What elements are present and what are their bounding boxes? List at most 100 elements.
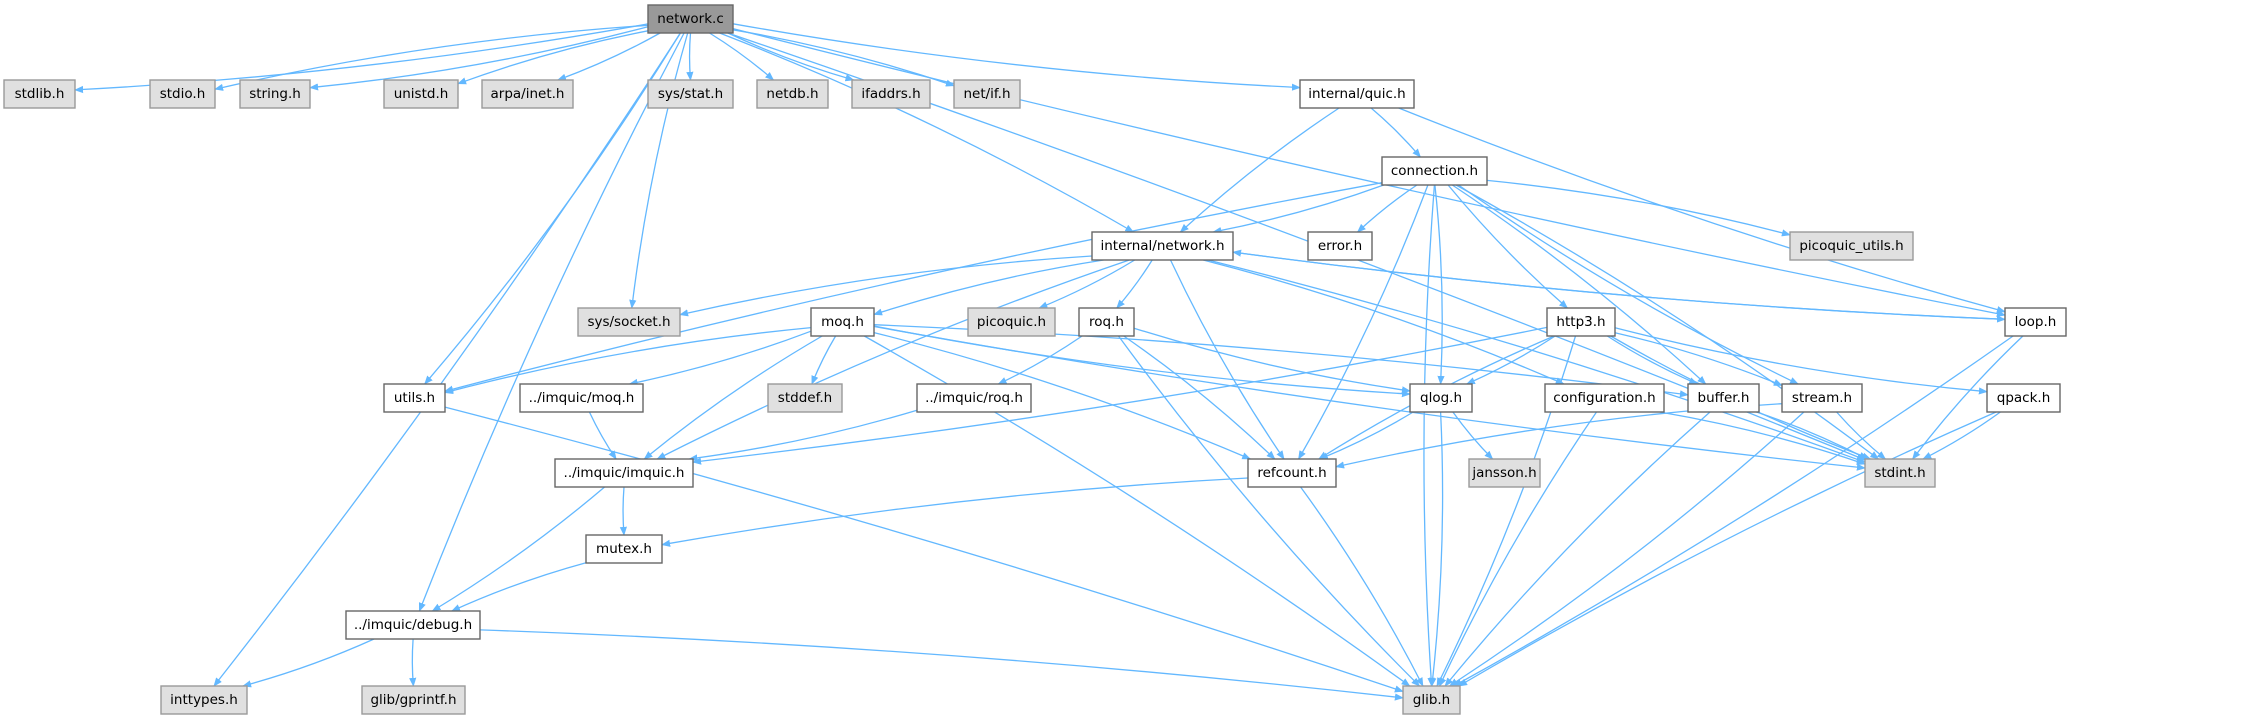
node-box	[383, 79, 459, 109]
node-imquic-imquic-h[interactable]: ../imquic/imquic.h	[554, 458, 694, 488]
edge-imquic-imquic-h-to-imquic-debug-h	[431, 486, 606, 612]
node-label: stddef.h	[778, 390, 832, 406]
edge-network-c-to-sys-stat-h	[686, 32, 694, 81]
node-http3-h[interactable]: http3.h	[1546, 307, 1616, 337]
edge-imquic-debug-h-to-glib-gprintf-h	[409, 638, 417, 687]
node-box	[1687, 383, 1760, 413]
node-box	[1299, 79, 1415, 109]
edge-internal-quic-h-to-connection-h	[1370, 107, 1421, 158]
node-moq-h[interactable]: moq.h	[810, 307, 875, 337]
node-utils-h[interactable]: utils.h	[383, 383, 446, 413]
node-configuration-h[interactable]: configuration.h	[1544, 383, 1665, 413]
edge-internal-network-h-to-configuration-h	[1203, 259, 1565, 385]
edge-imquic-roq-h-to-imquic-imquic-h	[688, 409, 918, 462]
node-stream-h[interactable]: stream.h	[1781, 383, 1863, 413]
node-label: internal/network.h	[1100, 238, 1224, 254]
node-box	[1864, 458, 1936, 488]
node-box	[647, 4, 734, 34]
edge-stream-h-to-glib-h	[1448, 411, 1805, 687]
edge-internal-network-h-to-roq-h	[1116, 259, 1153, 309]
edge-internal-quic-h-to-internal-network-h	[1179, 107, 1340, 233]
node-label: ../imquic/imquic.h	[564, 465, 685, 481]
node-arpa-inet-h[interactable]: arpa/inet.h	[481, 79, 574, 109]
node-label: stdint.h	[1874, 465, 1925, 481]
node-label: sys/stat.h	[658, 86, 723, 102]
node-internal-quic-h[interactable]: internal/quic.h	[1299, 79, 1415, 109]
node-label: arpa/inet.h	[491, 86, 565, 102]
node-buffer-h[interactable]: buffer.h	[1687, 383, 1760, 413]
node-box	[383, 383, 446, 413]
node-refcount-h[interactable]: refcount.h	[1247, 458, 1337, 488]
node-label: error.h	[1318, 238, 1362, 254]
node-label: string.h	[249, 86, 301, 102]
node-jansson-h[interactable]: jansson.h	[1468, 458, 1541, 488]
node-glib-gprintf-h[interactable]: glib/gprintf.h	[361, 685, 466, 715]
edge-refcount-h-to-glib-h	[1300, 486, 1424, 687]
edge-network-c-to-internal-network-h	[719, 32, 1135, 233]
node-box	[554, 458, 694, 488]
node-network-c[interactable]: network.c	[647, 4, 734, 34]
node-imquic-roq-h[interactable]: ../imquic/roq.h	[916, 383, 1032, 413]
edge-roq-h-to-refcount-h	[1123, 335, 1276, 460]
node-label: stdlib.h	[15, 86, 65, 102]
node-box	[1781, 383, 1863, 413]
node-label: glib/gprintf.h	[370, 692, 456, 708]
node-unistd-h[interactable]: unistd.h	[383, 79, 459, 109]
node-error-h[interactable]: error.h	[1307, 231, 1373, 261]
node-stdlib-h[interactable]: stdlib.h	[3, 79, 76, 109]
node-stddef-h[interactable]: stddef.h	[767, 383, 843, 413]
node-sys-socket-h[interactable]: sys/socket.h	[577, 307, 681, 337]
node-box	[3, 79, 76, 109]
node-box	[519, 383, 644, 413]
node-label: configuration.h	[1553, 390, 1655, 406]
edge-roq-h-to-glib-h	[1117, 335, 1421, 687]
node-label: utils.h	[394, 390, 435, 406]
node-sys-stat-h[interactable]: sys/stat.h	[647, 79, 734, 109]
node-box	[585, 534, 663, 564]
edges-layer	[74, 23, 2024, 701]
node-net-if-h[interactable]: net/if.h	[953, 79, 1021, 109]
node-box	[160, 685, 248, 715]
node-label: qlog.h	[1420, 390, 1462, 406]
node-picoquic-h[interactable]: picoquic.h	[967, 307, 1056, 337]
node-box	[239, 79, 311, 109]
node-label: buffer.h	[1698, 390, 1750, 406]
edge-configuration-h-to-glib-h	[1438, 411, 1598, 687]
node-internal-network-h[interactable]: internal/network.h	[1091, 231, 1234, 261]
node-picoquic-utils-h[interactable]: picoquic_utils.h	[1789, 231, 1914, 261]
node-inttypes-h[interactable]: inttypes.h	[160, 685, 248, 715]
node-box	[481, 79, 574, 109]
node-label: picoquic_utils.h	[1799, 238, 1903, 254]
node-box	[149, 79, 216, 109]
node-roq-h[interactable]: roq.h	[1078, 307, 1135, 337]
edge-moq-h-to-stddef-h	[811, 335, 837, 385]
node-box	[1381, 156, 1488, 186]
node-label: stream.h	[1792, 390, 1852, 406]
node-stdint-h[interactable]: stdint.h	[1864, 458, 1936, 488]
node-imquic-moq-h[interactable]: ../imquic/moq.h	[519, 383, 644, 413]
node-label: http3.h	[1556, 314, 1605, 330]
edge-http3-h-to-buffer-h	[1606, 335, 1699, 385]
node-label: glib.h	[1413, 692, 1451, 708]
node-connection-h[interactable]: connection.h	[1381, 156, 1488, 186]
node-mutex-h[interactable]: mutex.h	[585, 534, 663, 564]
edge-buffer-h-to-stdint-h	[1756, 411, 1868, 460]
node-loop-h[interactable]: loop.h	[2004, 307, 2067, 337]
edge-configuration-h-to-stdint-h	[1659, 411, 1866, 465]
node-netdb-h[interactable]: netdb.h	[756, 79, 829, 109]
node-box	[1468, 458, 1541, 488]
node-imquic-debug-h[interactable]: ../imquic/debug.h	[345, 610, 481, 640]
node-stdio-h[interactable]: stdio.h	[149, 79, 216, 109]
edge-network-c-to-ifaddrs-h	[727, 32, 855, 82]
node-string-h[interactable]: string.h	[239, 79, 311, 109]
node-label: loop.h	[2015, 314, 2057, 330]
node-glib-h[interactable]: glib.h	[1402, 685, 1461, 715]
node-qlog-h[interactable]: qlog.h	[1409, 383, 1473, 413]
edge-moq-h-to-stdint-h	[873, 325, 1866, 471]
node-box	[1789, 231, 1914, 261]
node-qpack-h[interactable]: qpack.h	[1986, 383, 2061, 413]
edge-network-c-to-arpa-inet-h	[557, 32, 661, 81]
edge-network-c-to-sys-socket-h	[629, 32, 689, 309]
node-ifaddrs-h[interactable]: ifaddrs.h	[851, 79, 931, 109]
